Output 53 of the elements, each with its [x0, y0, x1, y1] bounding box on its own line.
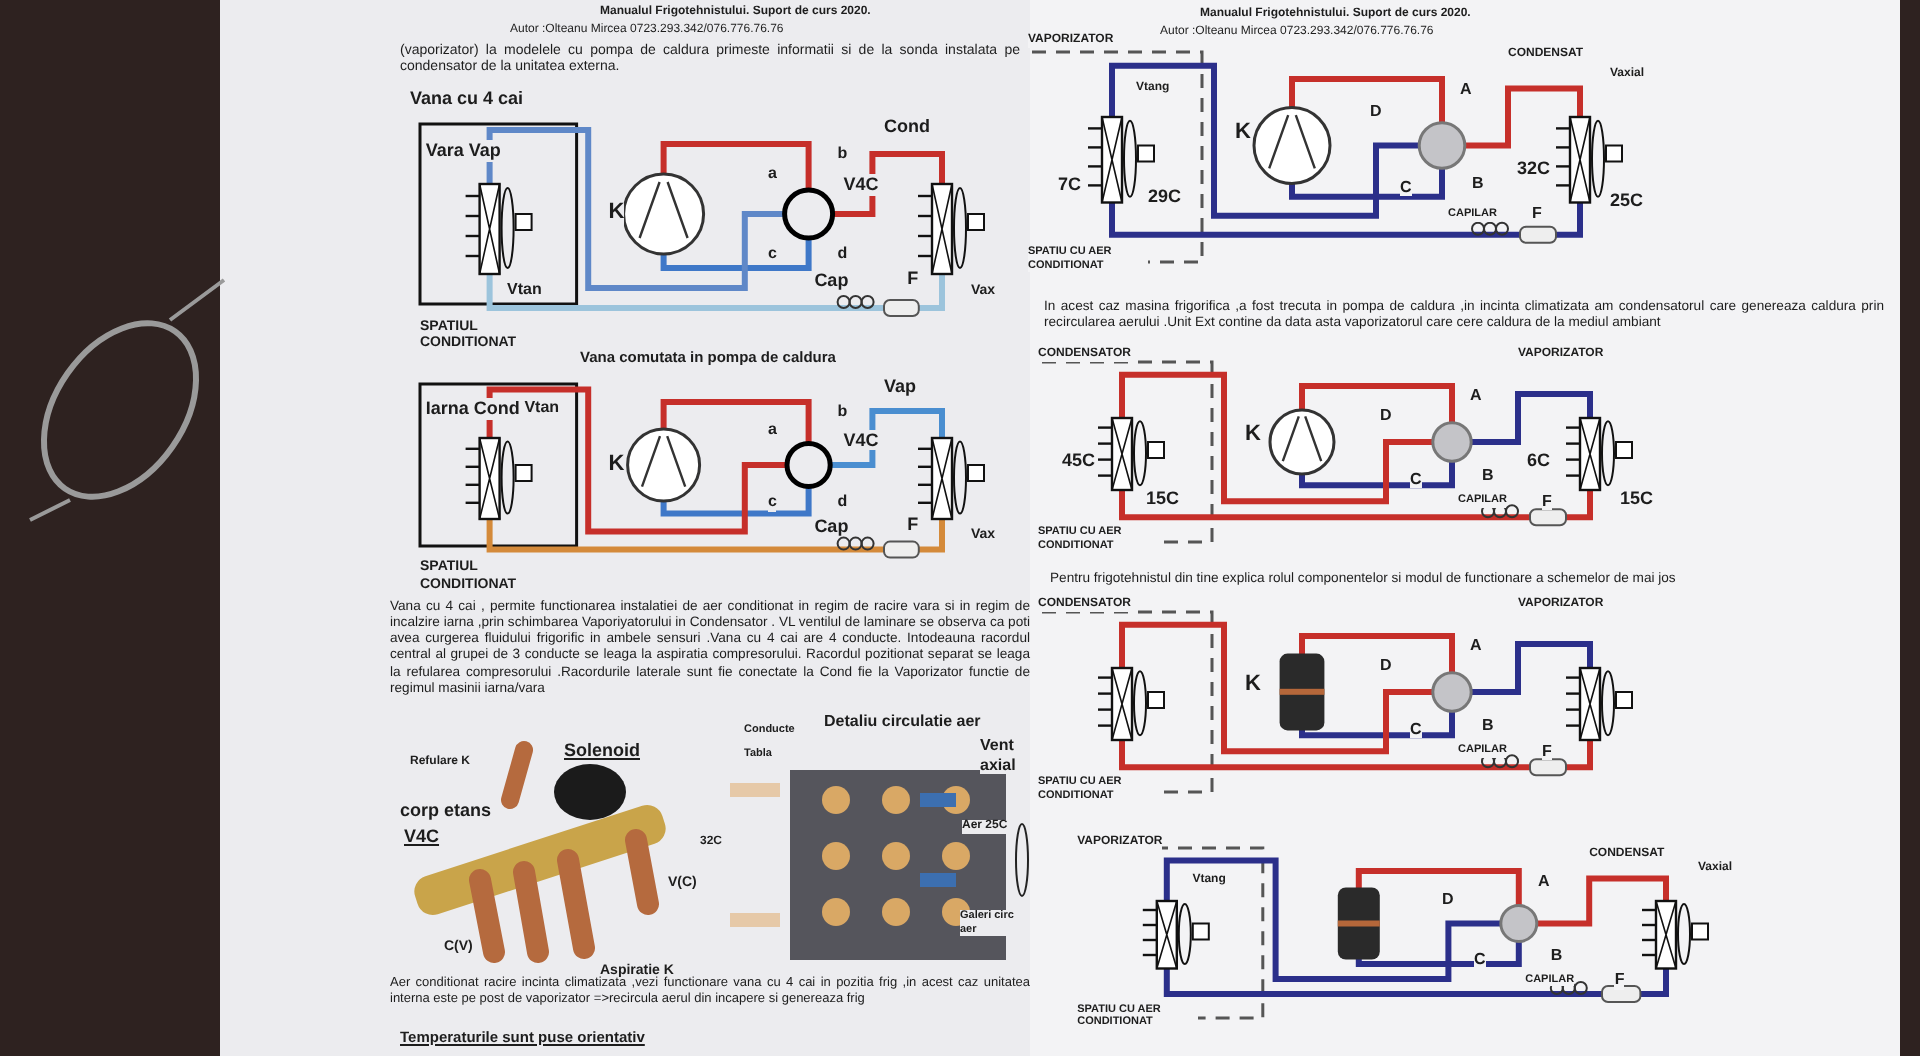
port-letter: c — [768, 492, 777, 512]
part-label: corp etans — [400, 800, 492, 822]
temperature-label: 15C — [1146, 488, 1180, 510]
port-letter: C — [1400, 177, 1412, 197]
temperature-label: 29C — [1148, 185, 1182, 207]
port-letter: B — [1472, 174, 1484, 194]
component-label: F — [907, 513, 919, 536]
component-label: Vap — [884, 376, 917, 399]
component-label: Iarna Cond — [425, 398, 520, 420]
component-label: F — [1532, 204, 1542, 224]
component-label: Vara Vap — [425, 140, 501, 162]
component-label: F — [1542, 741, 1552, 761]
port-letter: B — [1550, 946, 1563, 966]
port-letter: c — [768, 244, 777, 264]
port-letter: d — [837, 244, 848, 264]
port-letter: A — [1460, 79, 1472, 99]
port-letter: a — [768, 420, 777, 440]
component-label: Cap — [814, 270, 849, 292]
component-label: V4C — [843, 174, 879, 196]
port-letter: d — [837, 492, 848, 512]
component-label: F — [1542, 491, 1552, 511]
section-heading: Vana cu 4 cai — [410, 88, 524, 110]
port-letter: C — [1410, 469, 1422, 489]
temperature-label: 25C — [1610, 189, 1644, 211]
port-letter: B — [1482, 466, 1494, 486]
temperature-label: 45C — [1062, 450, 1096, 472]
port-letter: A — [1470, 386, 1482, 406]
component-label: Cond — [884, 116, 930, 138]
component-label: Vtan — [524, 398, 560, 418]
component-label: F — [907, 268, 919, 290]
component-label: F — [1614, 970, 1625, 990]
port-letter: b — [837, 402, 848, 422]
part-label: V4C — [404, 826, 440, 848]
component-label: K — [608, 200, 625, 227]
port-letter: D — [1380, 405, 1392, 425]
section-heading: Detaliu circulatie aer — [824, 712, 981, 732]
temperature-label: 32C — [1517, 158, 1551, 181]
port-letter: A — [1470, 636, 1482, 656]
component-label: Cap — [814, 515, 849, 537]
port-letter: D — [1370, 101, 1382, 121]
temperature-label: 7C — [1058, 174, 1082, 196]
port-letter: b — [837, 144, 848, 164]
port-letter: A — [1538, 871, 1550, 891]
port-letter: D — [1380, 655, 1392, 675]
port-letter: D — [1442, 889, 1454, 909]
component-label: Vtan — [507, 280, 542, 300]
part-label: Solenoid — [564, 740, 640, 762]
port-letter: C — [1474, 949, 1486, 969]
port-letter: a — [768, 164, 777, 184]
port-letter: B — [1482, 716, 1494, 736]
temperature-label: 15C — [1620, 488, 1654, 510]
temperature-label: 6C — [1527, 450, 1551, 472]
port-letter: C — [1410, 719, 1422, 739]
